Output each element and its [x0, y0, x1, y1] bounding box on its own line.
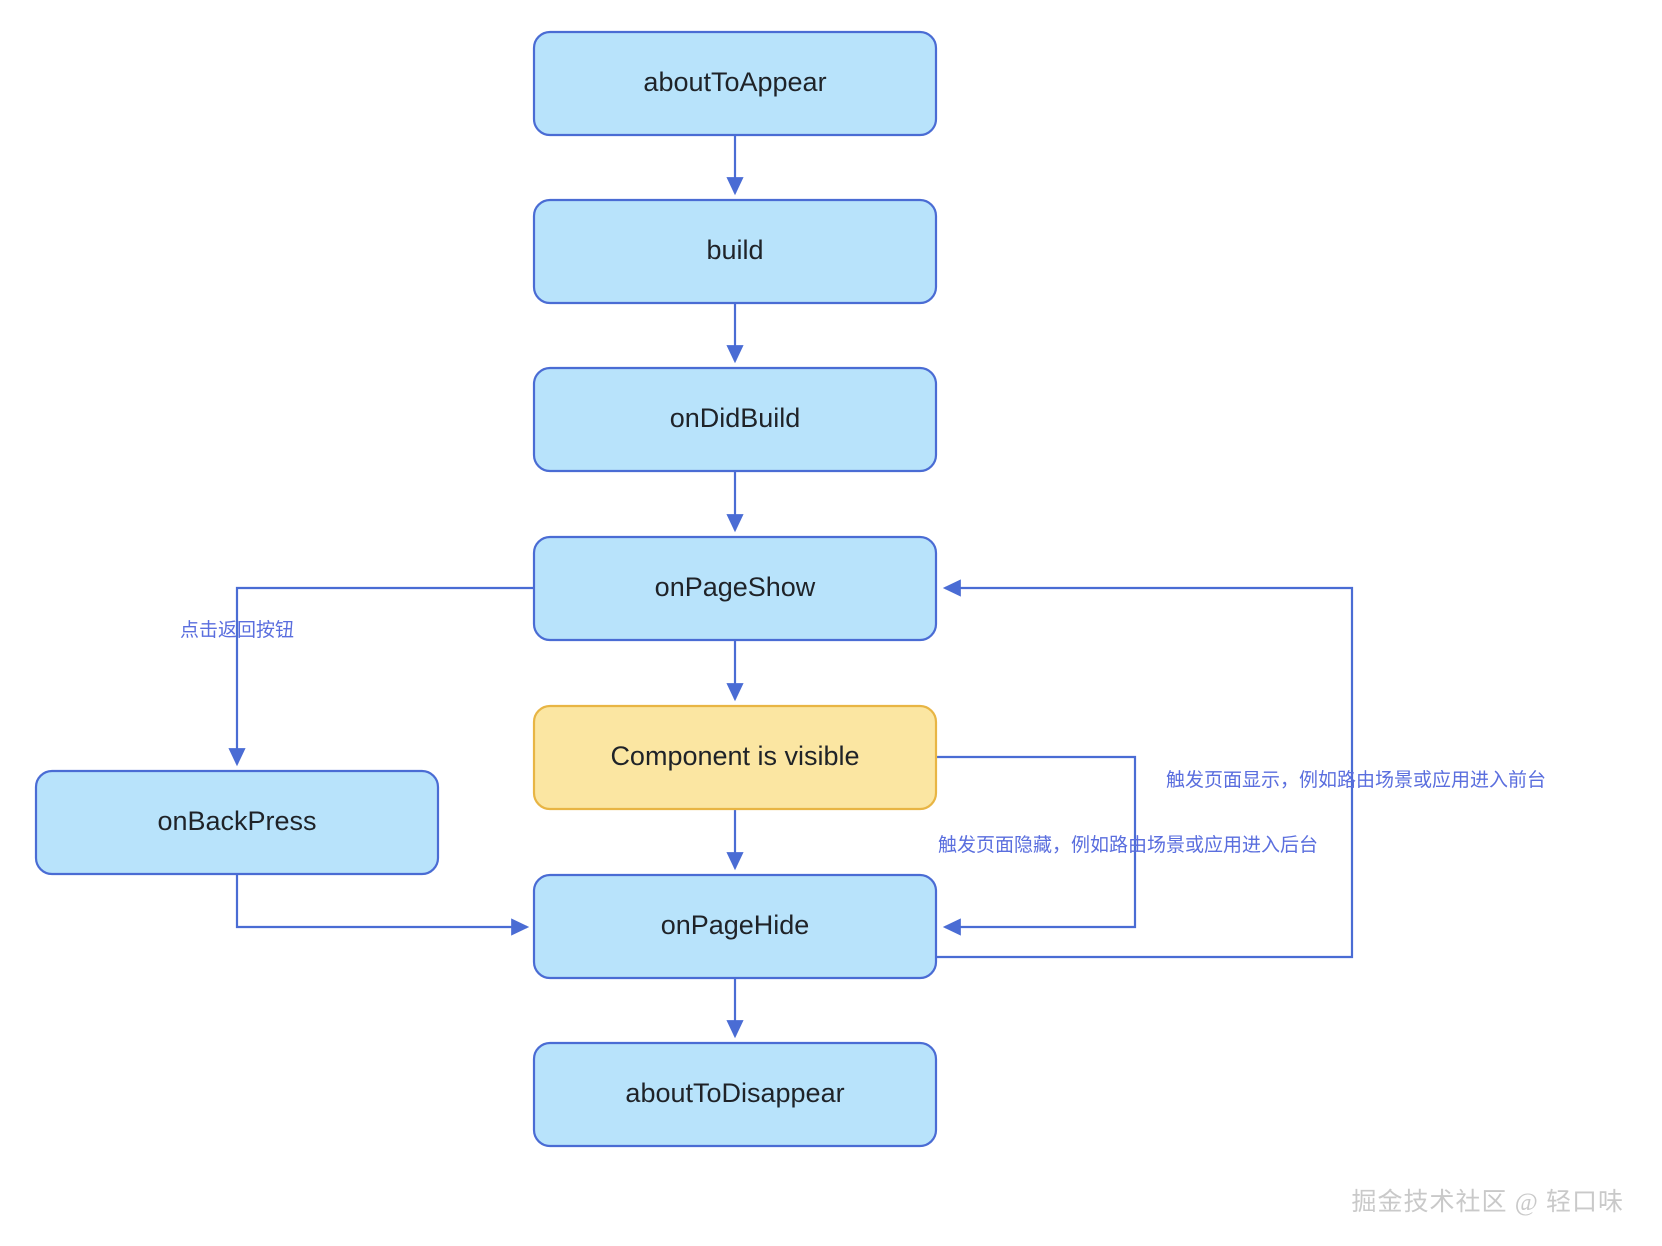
- node-label-about-to-disappear: aboutToDisappear: [625, 1078, 844, 1108]
- node-build[interactable]: build: [532, 198, 938, 305]
- edge-label-page-show: 触发页面显示，例如路由场景或应用进入前台: [1166, 769, 1546, 791]
- edge-componentVisible-hide-to-onPageHide: [936, 755, 1137, 936]
- edge-onPageShow-to-onBackPress: [228, 586, 534, 767]
- node-label-on-page-hide: onPageHide: [661, 910, 810, 940]
- watermark: 掘金技术社区 @ 轻口味: [1351, 1189, 1624, 1216]
- node-layer: aboutToAppear build onDidBuild onPageSho…: [34, 30, 938, 1148]
- node-label-component-is-visible: Component is visible: [610, 741, 859, 771]
- node-label-build: build: [706, 235, 763, 265]
- node-on-did-build[interactable]: onDidBuild: [532, 366, 938, 473]
- edge-onBackPress-to-onPageHide: [235, 874, 530, 936]
- node-component-is-visible[interactable]: Component is visible: [532, 704, 938, 811]
- edge-label-back-press: 点击返回按钮: [180, 619, 294, 641]
- node-label-on-back-press: onBackPress: [157, 806, 316, 836]
- node-on-back-press[interactable]: onBackPress: [34, 769, 440, 876]
- node-about-to-appear[interactable]: aboutToAppear: [532, 30, 938, 137]
- edge-label-page-hide: 触发页面隐藏，例如路由场景或应用进入后台: [938, 834, 1318, 856]
- node-label-about-to-appear: aboutToAppear: [643, 67, 826, 97]
- node-about-to-disappear[interactable]: aboutToDisappear: [532, 1041, 938, 1148]
- node-label-on-page-show: onPageShow: [655, 572, 816, 602]
- edge-label-layer: 点击返回按钮 触发页面隐藏，例如路由场景或应用进入后台 触发页面显示，例如路由场…: [180, 619, 1546, 856]
- edge-onPageHide-show-to-onPageShow: [936, 579, 1354, 959]
- node-on-page-hide[interactable]: onPageHide: [532, 873, 938, 980]
- edge-layer: [228, 135, 1354, 1039]
- node-label-on-did-build: onDidBuild: [670, 403, 801, 433]
- node-on-page-show[interactable]: onPageShow: [532, 535, 938, 642]
